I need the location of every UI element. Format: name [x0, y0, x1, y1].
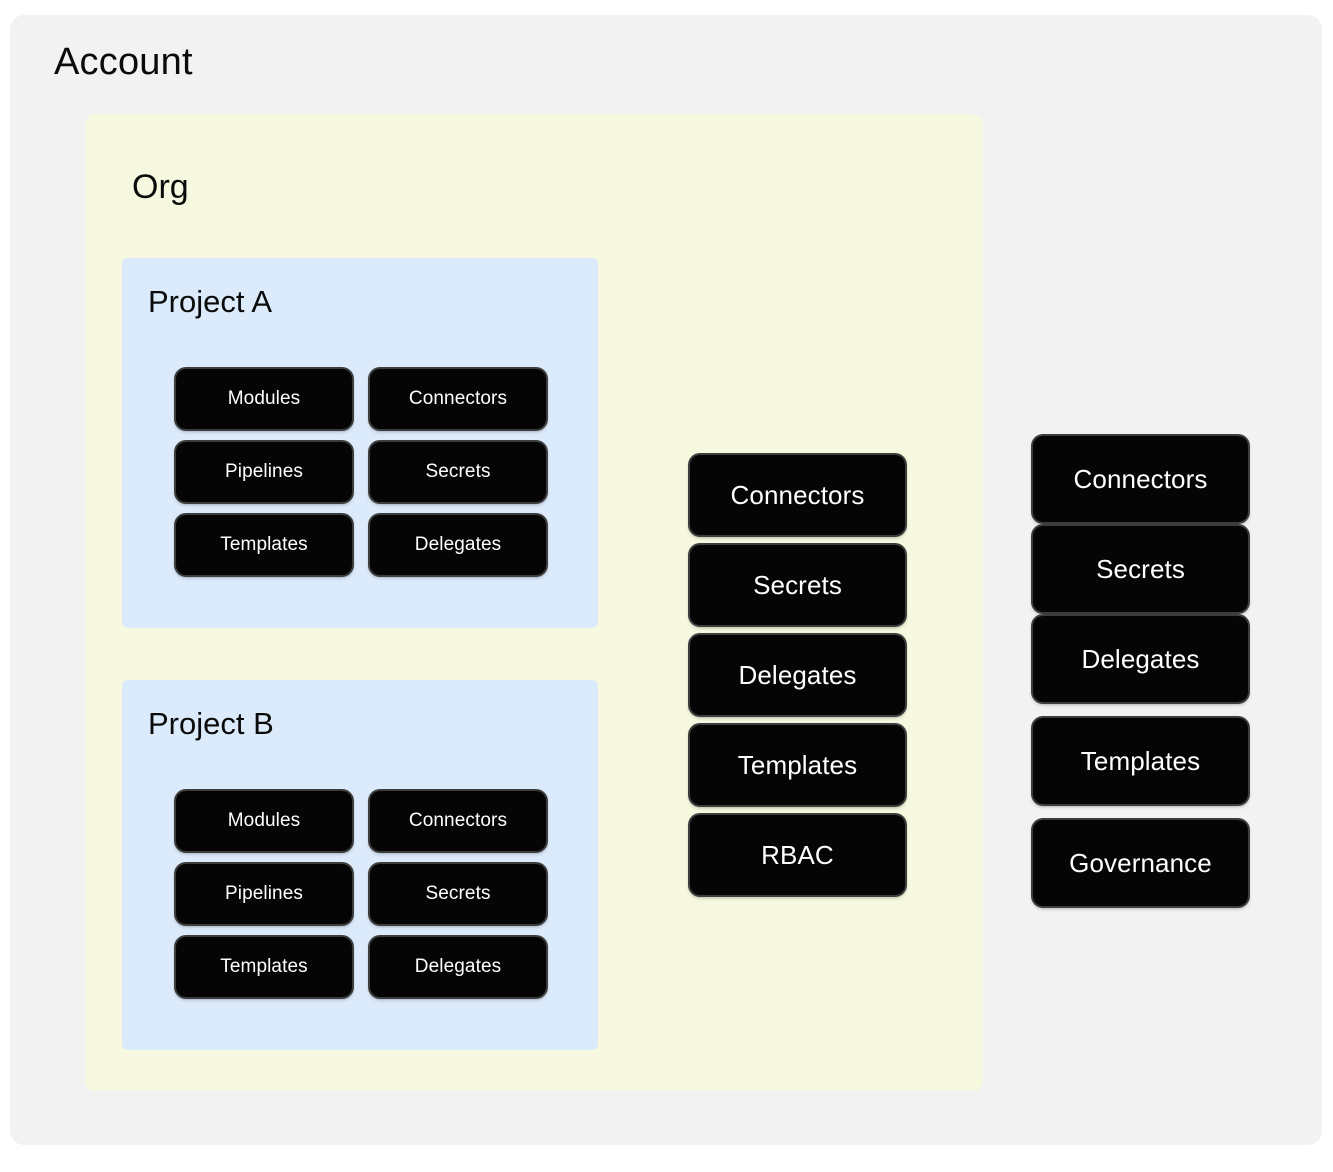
project-title-a: Project A [148, 284, 273, 319]
org-scope-container: Org Project A Modules Connectors Pipelin… [85, 114, 983, 1091]
account-scope-column: Connectors Secrets Delegates Templates G… [1033, 436, 1248, 906]
chip-label: Secrets [425, 461, 491, 482]
chip-label: Delegates [738, 659, 857, 690]
scope-chip-project-a-templates[interactable]: Templates [176, 515, 352, 575]
chip-label: Templates [737, 749, 858, 780]
chip-label: Templates [1080, 745, 1201, 776]
account-title: Account [54, 41, 193, 83]
chip-label: Secrets [753, 569, 842, 600]
scope-chip-project-a-modules[interactable]: Modules [176, 369, 352, 429]
chip-label: Connectors [1073, 463, 1208, 494]
scope-chip-org-templates[interactable]: Templates [690, 725, 905, 805]
account-scope-container: Account Org Project A Modules Connectors… [10, 15, 1322, 1145]
scope-chip-project-b-modules[interactable]: Modules [176, 791, 352, 851]
scope-chip-project-b-delegates[interactable]: Delegates [370, 937, 546, 997]
scope-chip-account-templates[interactable]: Templates [1033, 718, 1248, 804]
chip-label: Secrets [1096, 553, 1185, 584]
chip-label: Pipelines [224, 461, 303, 482]
project-title-b: Project B [148, 706, 274, 741]
scope-chip-org-rbac[interactable]: RBAC [690, 815, 905, 895]
scope-chip-project-a-secrets[interactable]: Secrets [370, 442, 546, 502]
scope-chip-project-b-connectors[interactable]: Connectors [370, 791, 546, 851]
chip-label: Templates [220, 534, 308, 555]
scope-chip-account-connectors[interactable]: Connectors [1033, 436, 1248, 522]
project-scope-container-b: Project B Modules Connectors Pipelines S… [122, 680, 598, 1050]
scope-chip-project-a-pipelines[interactable]: Pipelines [176, 442, 352, 502]
scope-chip-project-a-connectors[interactable]: Connectors [370, 369, 546, 429]
scope-chip-org-connectors[interactable]: Connectors [690, 455, 905, 535]
scope-chip-org-secrets[interactable]: Secrets [690, 545, 905, 625]
chip-label: Delegates [414, 534, 502, 555]
chip-label: Governance [1069, 847, 1212, 878]
chip-label: Connectors [730, 479, 865, 510]
scope-chip-project-b-secrets[interactable]: Secrets [370, 864, 546, 924]
chip-label: Modules [227, 388, 301, 409]
org-title: Org [132, 168, 189, 206]
chip-label: Templates [220, 956, 308, 977]
project-scope-container-a: Project A Modules Connectors Pipelines S… [122, 258, 598, 628]
chip-label: Pipelines [224, 883, 303, 904]
project-b-scope-grid: Modules Connectors Pipelines Secrets Tem… [176, 791, 546, 997]
scope-chip-project-b-pipelines[interactable]: Pipelines [176, 864, 352, 924]
chip-label: Modules [227, 810, 301, 831]
chip-label: Delegates [414, 956, 502, 977]
scope-chip-project-b-templates[interactable]: Templates [176, 937, 352, 997]
scope-chip-org-delegates[interactable]: Delegates [690, 635, 905, 715]
project-a-scope-grid: Modules Connectors Pipelines Secrets Tem… [176, 369, 546, 575]
scope-chip-account-governance[interactable]: Governance [1033, 820, 1248, 906]
chip-label: Delegates [1081, 643, 1200, 674]
scope-chip-project-a-delegates[interactable]: Delegates [370, 515, 546, 575]
chip-label: Connectors [408, 810, 508, 831]
chip-label: Secrets [425, 883, 491, 904]
chip-label: Connectors [408, 388, 508, 409]
org-scope-column: Connectors Secrets Delegates Templates R… [690, 455, 905, 895]
scope-chip-account-secrets[interactable]: Secrets [1033, 526, 1248, 612]
chip-label: RBAC [761, 839, 834, 870]
scope-chip-account-delegates[interactable]: Delegates [1033, 616, 1248, 702]
